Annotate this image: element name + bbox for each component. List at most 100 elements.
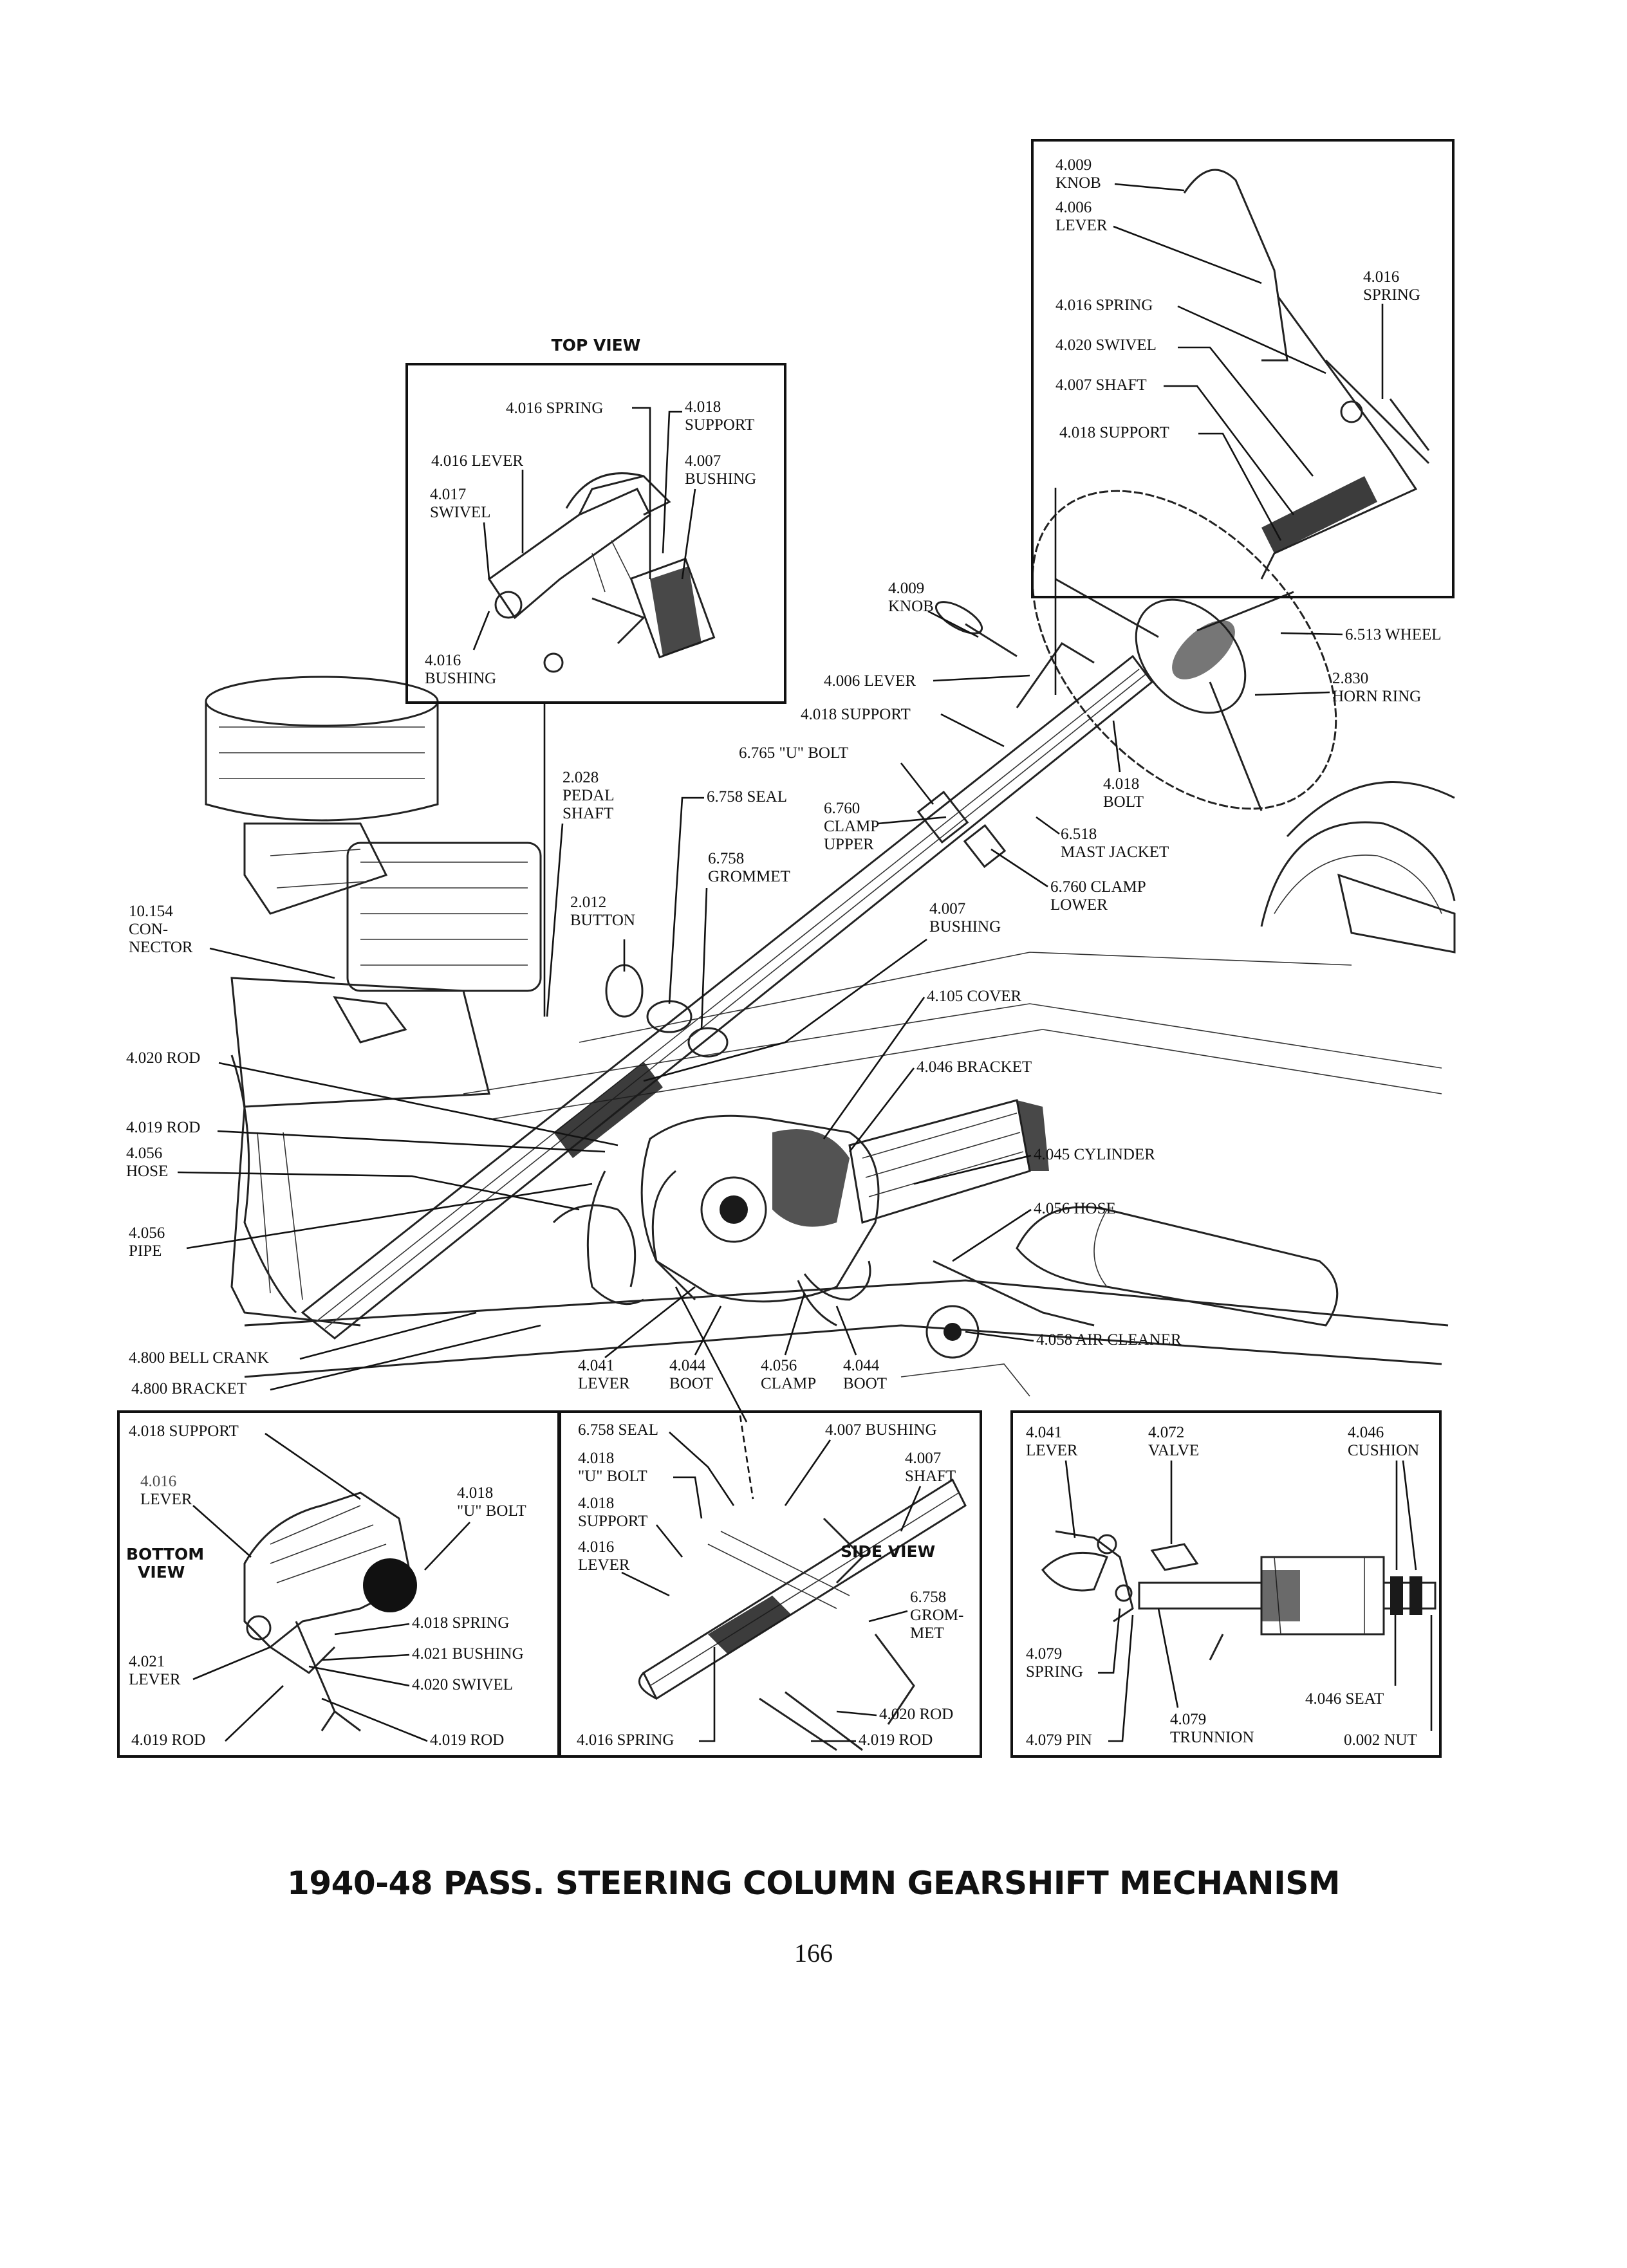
- main-pipe-name: PIPE: [129, 1242, 162, 1260]
- br-lever-name: LEVER: [1026, 1442, 1078, 1459]
- br-trunnion-num: 4.079: [1170, 1711, 1206, 1728]
- top-lever-label: 4.016 LEVER: [431, 452, 523, 470]
- br-valve-name: VALVE: [1148, 1442, 1199, 1459]
- main-hose-name: HOSE: [126, 1163, 168, 1180]
- main-clamp056-name: CLAMP: [761, 1375, 816, 1392]
- bm-bushing-label: 4.007 BUSHING: [825, 1421, 937, 1439]
- main-rod020-label: 4.020 ROD: [126, 1049, 200, 1067]
- bm-support-name: SUPPORT: [578, 1513, 647, 1530]
- br-seat-label: 4.046 SEAT: [1305, 1690, 1384, 1708]
- bm-rod019-label: 4.019 ROD: [859, 1731, 933, 1749]
- ur-shaft-label: 4.007 SHAFT: [1055, 376, 1147, 394]
- main-lever-label: 4.006 LEVER: [824, 672, 916, 690]
- bl-lever021-num: 4.021: [129, 1653, 165, 1670]
- main-bolt-num: 4.018: [1103, 775, 1139, 793]
- bl-ubolt-num: 4.018: [457, 1484, 493, 1502]
- main-horn-name: HORN RING: [1332, 688, 1421, 705]
- bm-spring-label: 4.016 SPRING: [577, 1731, 674, 1749]
- bl-lever-name: LEVER: [140, 1491, 192, 1508]
- bottom-middle-frame: [557, 1410, 982, 1758]
- bm-ubolt-num: 4.018: [578, 1450, 614, 1467]
- main-mast-num: 6.518: [1061, 825, 1097, 843]
- top-bushing2-name: BUSHING: [425, 670, 496, 687]
- bottom-middle-inset: 6.758 SEAL 4.007 BUSHING 4.018 "U" BOLT …: [557, 1410, 982, 1758]
- bottom-right-frame: [1010, 1410, 1442, 1758]
- main-boot044b-name: BOOT: [843, 1375, 887, 1392]
- upper-right-frame: [1031, 139, 1455, 598]
- main-seal-label: 6.758 SEAL: [707, 788, 787, 806]
- top-bushing-name: BUSHING: [685, 470, 756, 488]
- main-bolt-name: BOLT: [1103, 793, 1144, 811]
- upper-right-inset: 4.009 KNOB 4.006 LEVER 4.016 SPRING 4.01…: [1031, 139, 1455, 695]
- bl-swivel-label: 4.020 SWIVEL: [412, 1676, 513, 1693]
- main-bushing-name: BUSHING: [929, 918, 1001, 936]
- main-mast-name: MAST JACKET: [1061, 844, 1169, 861]
- main-knob-num: 4.009: [888, 580, 924, 597]
- bm-lever-name: LEVER: [578, 1556, 630, 1574]
- top-spring-label: 4.016 SPRING: [506, 400, 603, 417]
- bm-grommet-name2: MET: [910, 1625, 944, 1642]
- top-support-name: SUPPORT: [685, 416, 754, 434]
- upper-right-art: [1183, 169, 1430, 580]
- main-pedal-num: 2.028: [562, 769, 599, 786]
- main-connector-num: 10.154: [129, 903, 173, 920]
- bm-rod020-label: 4.020 ROD: [879, 1706, 953, 1723]
- main-grommet-name: GROMMET: [708, 868, 790, 885]
- main-boot044-num: 4.044: [669, 1357, 706, 1374]
- bottom-middle-art: [638, 1415, 967, 1751]
- br-pin-label: 4.079 PIN: [1026, 1731, 1092, 1749]
- main-lever041-name: LEVER: [578, 1375, 630, 1392]
- main-wheel-label: 6.513 WHEEL: [1345, 626, 1442, 643]
- bottom-left-inset: 4.018 SUPPORT 4.016 LEVER 4.018 "U" BOLT…: [117, 1410, 561, 1758]
- page-number: 166: [794, 1939, 833, 1968]
- main-clamp056-num: 4.056: [761, 1357, 797, 1374]
- ur-lever-num: 4.006: [1055, 199, 1092, 216]
- br-valve-num: 4.072: [1148, 1424, 1184, 1441]
- bm-support-num: 4.018: [578, 1495, 614, 1512]
- ur-knob-num: 4.009: [1055, 156, 1092, 174]
- br-spring-num: 4.079: [1026, 1645, 1062, 1663]
- main-bell-crank-label: 4.800 BELL CRANK: [129, 1349, 269, 1367]
- bl-view-line2: VIEW: [138, 1563, 185, 1581]
- bm-grommet-num: 6.758: [910, 1589, 946, 1606]
- bl-spring-label: 4.018 SPRING: [412, 1614, 509, 1632]
- bottom-left-art: [243, 1491, 417, 1732]
- bl-lever-num: 4.016: [140, 1473, 176, 1490]
- main-cover-label: 4.105 COVER: [927, 988, 1022, 1005]
- top-bushing-num: 4.007: [685, 452, 721, 470]
- bm-shaft-name: SHAFT: [905, 1468, 956, 1485]
- ur-spring-label: 4.016 SPRING: [1055, 297, 1153, 314]
- bl-bushing-label: 4.021 BUSHING: [412, 1645, 524, 1663]
- bl-ubolt-name: "U" BOLT: [457, 1502, 526, 1520]
- bm-shaft-num: 4.007: [905, 1450, 941, 1467]
- br-spring-name: SPRING: [1026, 1663, 1083, 1681]
- main-button-num: 2.012: [570, 894, 606, 911]
- bl-view-line1: BOTTOM: [126, 1545, 204, 1563]
- main-ubolt-label: 6.765 "U" BOLT: [739, 744, 848, 762]
- br-cushion-name: CUSHION: [1348, 1442, 1419, 1459]
- top-view-frame: [405, 363, 786, 704]
- main-pedal-name2: SHAFT: [562, 805, 613, 822]
- ur-spring-right-num: 4.016: [1363, 268, 1399, 286]
- ur-support-label: 4.018 SUPPORT: [1059, 424, 1169, 441]
- main-clamp-lower-label: 6.760 CLAMP: [1050, 878, 1146, 896]
- main-hose-num: 4.056: [126, 1145, 162, 1162]
- main-button-name: BUTTON: [570, 912, 635, 929]
- main-boot044-name: BOOT: [669, 1375, 713, 1392]
- main-bracket-label: 4.046 BRACKET: [916, 1058, 1032, 1076]
- main-pipe-num: 4.056: [129, 1224, 165, 1242]
- main-clamp-upper-name1: CLAMP: [824, 818, 879, 835]
- br-lever-num: 4.041: [1026, 1424, 1062, 1441]
- main-clamp-upper-num: 6.760: [824, 800, 860, 817]
- ur-lever-name: LEVER: [1055, 217, 1108, 234]
- top-swivel-num: 4.017: [430, 486, 466, 503]
- br-trunnion-name: TRUNNION: [1170, 1729, 1254, 1746]
- bottom-right-art: [1041, 1530, 1436, 1661]
- top-view-art: [487, 472, 716, 673]
- main-boot044b-num: 4.044: [843, 1357, 880, 1374]
- top-view-title: TOP VIEW: [552, 336, 641, 355]
- main-view-labels: 4.009 KNOB 6.513 WHEEL 2.830 HORN RING 4…: [126, 580, 1442, 1423]
- main-rod019-label: 4.019 ROD: [126, 1119, 200, 1136]
